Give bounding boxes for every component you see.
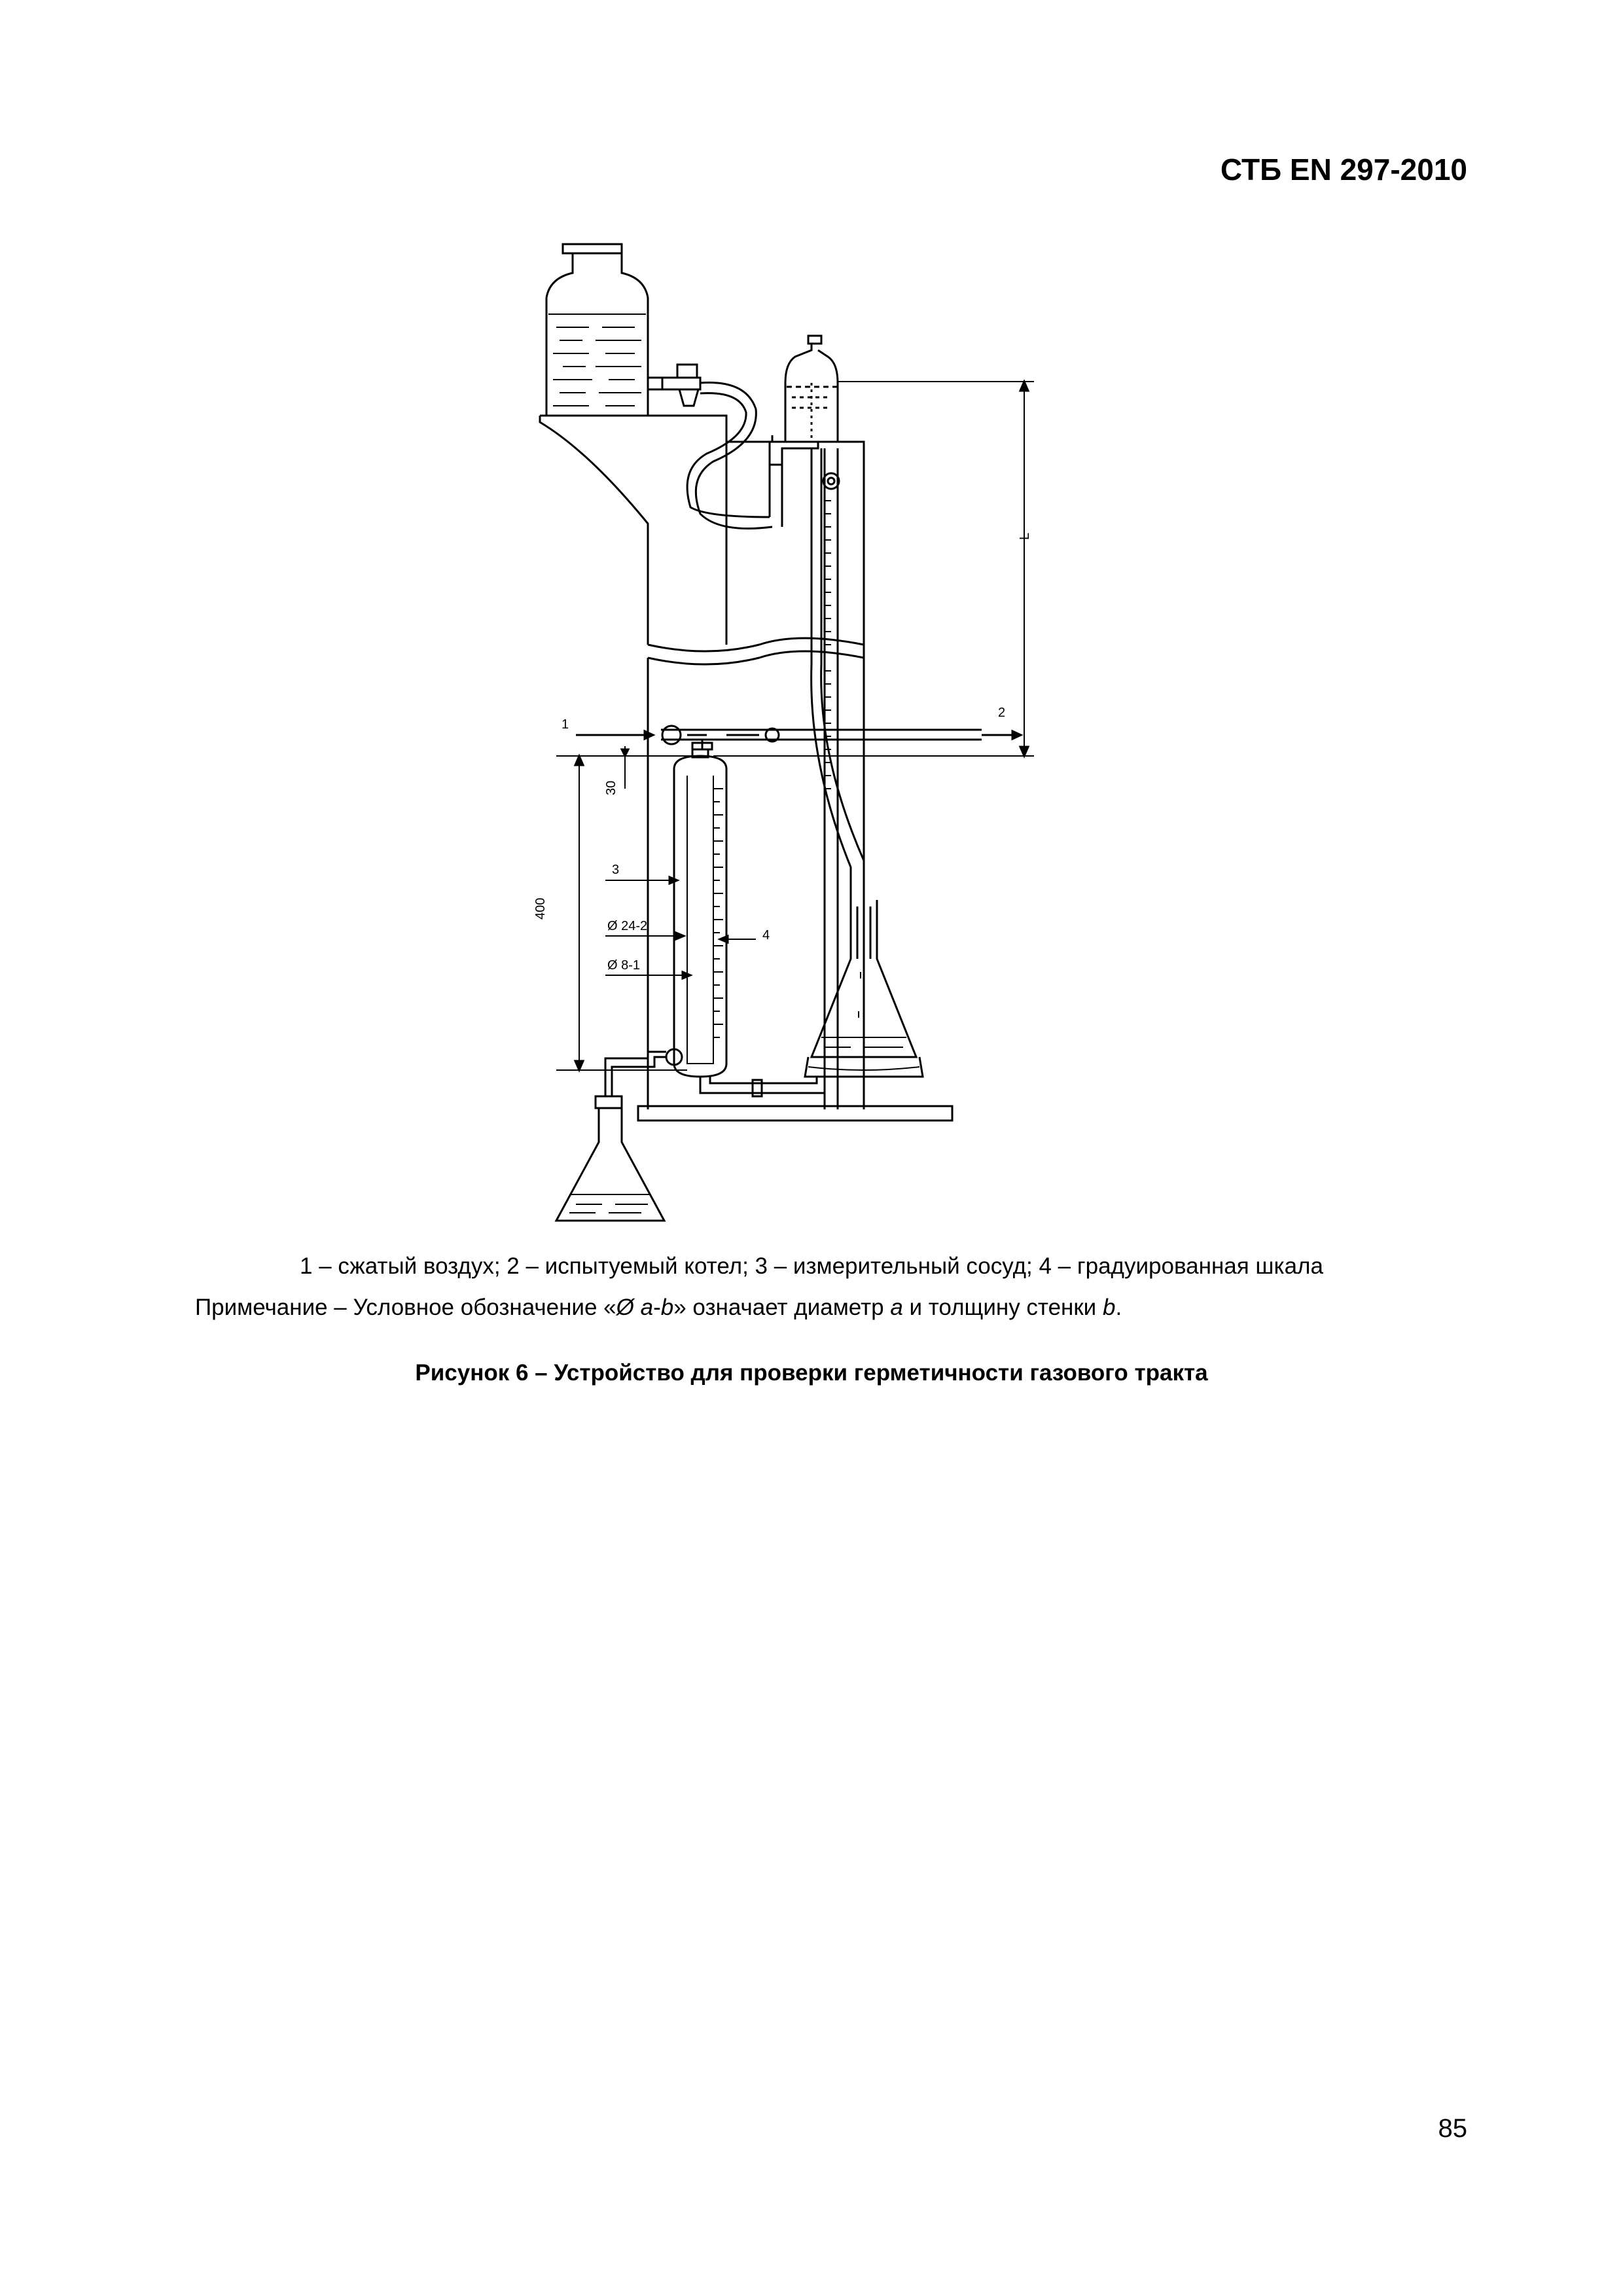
note-end: . bbox=[1115, 1295, 1122, 1320]
label-d24: Ø 24-2 bbox=[607, 919, 647, 933]
label-30: 30 bbox=[604, 781, 618, 795]
label-4: 4 bbox=[762, 928, 770, 942]
stand-column bbox=[838, 440, 865, 1109]
label-d8: Ø 8-1 bbox=[607, 958, 640, 973]
label-1: 1 bbox=[562, 717, 569, 732]
figure-note: Примечание – Условное обозначение «Ø a-b… bbox=[195, 1295, 1122, 1321]
apparatus-figure: 1 2 3 4 L 30 400 Ø 24-2 Ø 8-1 bbox=[510, 226, 1099, 1237]
air-pipe bbox=[661, 725, 982, 751]
page-number: 85 bbox=[1438, 2114, 1468, 2143]
note-b2: b bbox=[1102, 1295, 1116, 1320]
note-a: a bbox=[640, 1295, 654, 1320]
shelf-bracket bbox=[539, 416, 649, 645]
note-b: b bbox=[660, 1295, 674, 1320]
right-flask bbox=[804, 900, 924, 1078]
note-dash: - bbox=[653, 1295, 661, 1320]
note-prefix: Примечание – Условное обозначение « bbox=[195, 1295, 616, 1320]
label-2: 2 bbox=[998, 706, 1005, 720]
label-400: 400 bbox=[533, 898, 548, 920]
note-symbol: Ø bbox=[616, 1295, 641, 1320]
figure-legend: 1 – сжатый воздух; 2 – испытуемый котел;… bbox=[300, 1253, 1323, 1279]
apparatus-diagram: 1 2 3 4 L 30 400 Ø 24-2 Ø 8-1 bbox=[533, 243, 1034, 1222]
label-3: 3 bbox=[612, 863, 619, 877]
reservoir bbox=[784, 334, 839, 443]
note-mid: » означает диаметр bbox=[673, 1295, 891, 1320]
figure-caption: Рисунок 6 – Устройство для проверки герм… bbox=[415, 1360, 1208, 1386]
supply-bottle bbox=[545, 243, 702, 417]
document-code: СТБ EN 297-2010 bbox=[1220, 152, 1467, 187]
label-L: L bbox=[1018, 533, 1032, 540]
measuring-vessel bbox=[673, 748, 728, 1078]
left-flask bbox=[554, 1095, 666, 1222]
note-a2: a bbox=[890, 1295, 903, 1320]
shelf bbox=[540, 414, 774, 443]
base-plate bbox=[637, 1105, 954, 1122]
note-and: и толщину стенки bbox=[902, 1295, 1103, 1320]
